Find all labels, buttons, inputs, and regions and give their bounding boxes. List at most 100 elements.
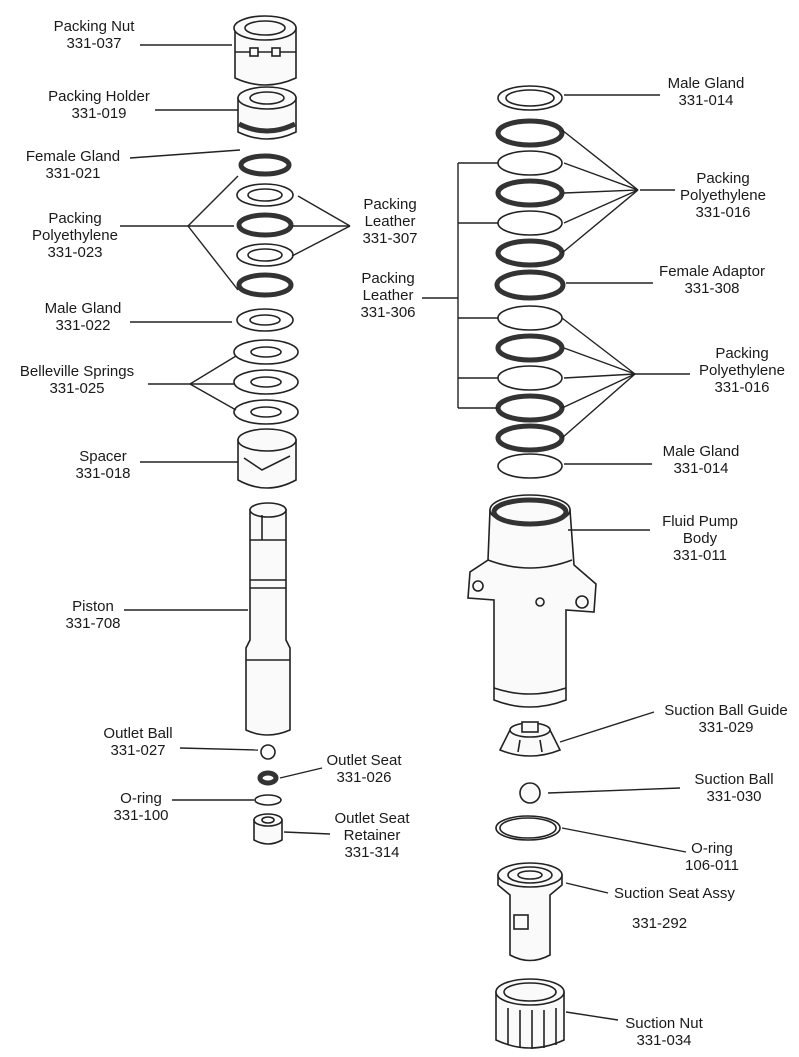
label-part-number: 331-708 — [65, 615, 121, 632]
label-part-number: 331-014 — [678, 92, 734, 109]
suction-ball-guide-part — [498, 721, 562, 757]
label-oring-331-100: O-ring 331-100 — [113, 790, 168, 824]
label-part-number: 331-034 — [636, 1032, 692, 1049]
label-suction-ball: Suction Ball 331-030 — [694, 771, 773, 805]
label-line-1: Outlet Seat — [334, 810, 410, 827]
label-part-number: 331-292 — [632, 915, 688, 932]
label-line-2: Retainer — [343, 827, 401, 844]
label-spacer: Spacer 331-018 — [75, 448, 130, 482]
label-part-number: 331-018 — [75, 465, 131, 482]
spacer-part — [237, 428, 297, 489]
label-outlet-seat-retainer: Outlet Seat Retainer 331-314 — [334, 810, 409, 861]
label-line-2: Body — [682, 530, 718, 547]
label-female-gland-left: Female Gland 331-021 — [26, 148, 120, 182]
label-part-number: 331-023 — [47, 244, 103, 261]
label-line-1: Packing — [361, 270, 415, 287]
label-part-number: 331-030 — [706, 788, 762, 805]
label-packing-poly-left: Packing Polyethylene 331-023 — [32, 210, 118, 261]
label-part-number: 331-016 — [695, 204, 751, 221]
oring-106-011-part — [495, 815, 561, 841]
label-part-number: 331-025 — [49, 380, 105, 397]
label-part-number: 331-026 — [336, 769, 392, 786]
label-line-2: Leather — [362, 287, 414, 304]
label-line-1: Packing — [363, 196, 417, 213]
label-part-number: 331-307 — [362, 230, 418, 247]
label-name: Packing Nut — [53, 18, 135, 35]
label-name: Female Gland — [25, 148, 121, 165]
label-line-2: Polyethylene — [699, 362, 785, 379]
label-packing-leather-306: Packing Leather 331-306 — [360, 270, 415, 321]
label-name: Spacer — [79, 448, 127, 465]
label-part-number: 331-037 — [66, 35, 122, 52]
leader-lines — [120, 44, 690, 1021]
label-part-number: 331-014 — [673, 460, 729, 477]
label-name: Packing Holder — [48, 88, 150, 105]
label-line-1: Packing — [48, 210, 102, 227]
suction-nut-part — [495, 978, 565, 1049]
label-packing-holder: Packing Holder 331-019 — [48, 88, 150, 122]
label-part-number: 331-314 — [344, 844, 400, 861]
label-suction-nut: Suction Nut 331-034 — [625, 1015, 703, 1049]
label-fluid-pump-body: Fluid Pump Body 331-011 — [662, 513, 738, 564]
belleville-springs-part — [233, 339, 299, 425]
label-line-2: Leather — [364, 213, 416, 230]
label-part-number: 331-308 — [684, 280, 740, 297]
label-belleville-springs: Belleville Springs 331-025 — [20, 363, 134, 397]
label-name: O-ring — [691, 840, 733, 857]
piston-part — [245, 502, 291, 736]
label-part-number: 331-029 — [698, 719, 754, 736]
label-oring-106-011: O-ring 106-011 — [685, 840, 739, 874]
suction-ball-part — [519, 782, 541, 804]
label-line-1: Fluid Pump — [662, 513, 738, 530]
label-packing-poly-right-2: Packing Polyethylene 331-016 — [699, 345, 785, 396]
label-packing-nut: Packing Nut 331-037 — [54, 18, 135, 52]
label-name: Suction Ball — [694, 771, 774, 788]
label-name: Suction Seat Assy — [614, 885, 735, 902]
label-suction-seat-name: Suction Seat Assy — [614, 885, 735, 902]
outlet-parts — [253, 744, 283, 845]
packing-holder-part — [237, 86, 297, 140]
label-outlet-ball: Outlet Ball 331-027 — [103, 725, 172, 759]
label-male-gland-bottom: Male Gland 331-014 — [663, 443, 740, 477]
label-packing-leather-307: Packing Leather 331-307 — [362, 196, 417, 247]
label-part-number: 331-100 — [113, 807, 169, 824]
label-name: Outlet Ball — [103, 725, 173, 742]
label-name: Outlet Seat — [326, 752, 402, 769]
label-female-adaptor: Female Adaptor 331-308 — [659, 263, 765, 297]
label-part-number: 331-306 — [360, 304, 416, 321]
label-name: Female Adaptor — [659, 263, 765, 280]
female-gland-left-part — [238, 153, 292, 177]
label-line-1: Packing — [696, 170, 750, 187]
label-piston: Piston 331-708 — [65, 598, 120, 632]
label-part-number: 106-011 — [685, 857, 739, 874]
label-suction-seat-number: 331-292 — [632, 915, 687, 932]
label-suction-ball-guide: Suction Ball Guide 331-029 — [664, 702, 787, 736]
label-part-number: 331-027 — [110, 742, 166, 759]
label-outlet-seat: Outlet Seat 331-026 — [326, 752, 401, 786]
label-name: Belleville Springs — [19, 363, 135, 380]
label-name: Male Gland — [44, 300, 122, 317]
male-gland-022-part — [236, 308, 294, 332]
label-male-gland-022: Male Gland 331-022 — [45, 300, 122, 334]
label-name: Suction Nut — [625, 1015, 703, 1032]
label-part-number: 331-011 — [673, 547, 727, 564]
packing-rings-left — [236, 183, 294, 298]
label-name: Suction Ball Guide — [664, 702, 788, 719]
fluid-pump-body-part — [467, 494, 597, 708]
suction-seat-assy-part — [497, 862, 563, 962]
label-part-number: 331-019 — [71, 105, 127, 122]
label-name: Male Gland — [662, 443, 740, 460]
packing-nut-part — [233, 15, 297, 86]
packing-rings-right — [494, 85, 566, 479]
label-name: Male Gland — [667, 75, 745, 92]
label-part-number: 331-021 — [45, 165, 101, 182]
label-line-2: Polyethylene — [680, 187, 766, 204]
label-part-number: 331-022 — [55, 317, 111, 334]
label-male-gland-top: Male Gland 331-014 — [668, 75, 745, 109]
label-part-number: 331-016 — [714, 379, 770, 396]
label-line-1: Packing — [715, 345, 769, 362]
label-name: Piston — [72, 598, 114, 615]
label-line-2: Polyethylene — [32, 227, 118, 244]
label-packing-poly-right-1: Packing Polyethylene 331-016 — [680, 170, 766, 221]
